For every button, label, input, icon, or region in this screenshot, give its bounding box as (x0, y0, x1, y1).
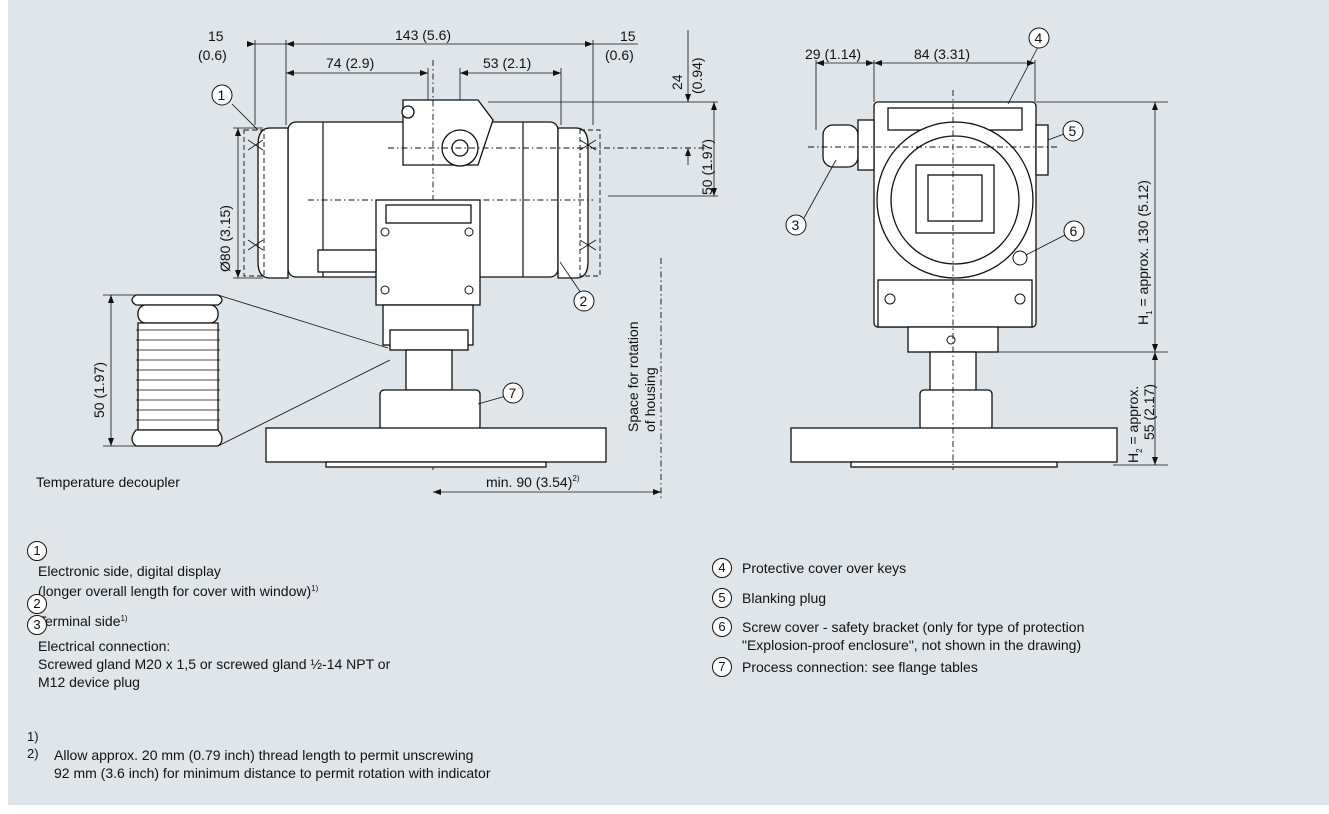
legend-num-6: 6 (712, 617, 732, 637)
legend-item7-text: Process connection: see flange tables (742, 659, 978, 675)
legend-item3-line3: M12 device plug (38, 674, 140, 690)
dim-min90: min. 90 (3.54)2) (486, 474, 580, 490)
dim-53: 53 (2.1) (483, 55, 531, 71)
dim-143: 143 (5.6) (395, 27, 451, 43)
svg-text:6: 6 (1070, 223, 1078, 239)
legend-item1-line2: (longer overall length for cover with wi… (38, 583, 319, 599)
dim-84: 84 (3.31) (914, 46, 970, 62)
dim-dia80: Ø80 (3.15) (217, 205, 233, 272)
dim-50-right: 50 (1.97) (699, 139, 715, 195)
legend-num-7: 7 (712, 657, 732, 677)
legend-num-3: 3 (27, 615, 47, 635)
legend-item6-line1: Screw cover - safety bracket (only for t… (742, 619, 1085, 635)
callout-2: 2 (573, 290, 595, 312)
legend-num-4: 4 (712, 558, 732, 578)
callout-6: 6 (1063, 220, 1085, 242)
callout-3: 3 (785, 214, 807, 236)
legend-item1-line1: Electronic side, digital display (38, 563, 221, 579)
rotation-label-2: of housing (642, 367, 658, 432)
legend-item3-line2: Screwed gland M20 x 1,5 or screwed gland… (38, 656, 391, 672)
svg-text:4: 4 (1035, 30, 1043, 46)
front-view (103, 30, 718, 498)
callout-7: 7 (502, 382, 524, 404)
dim-29: 29 (1.14) (805, 46, 861, 62)
technical-drawing: 15 (0.6) 143 (5.6) 74 (2.9) 53 (2.1) 15 … (36, 27, 1168, 498)
svg-text:7: 7 (509, 385, 517, 401)
dim-74: 74 (2.9) (326, 55, 374, 71)
svg-text:1: 1 (218, 87, 226, 103)
dim-decoupler-50: 50 (1.97) (91, 362, 107, 418)
dim-15-left: 15 (208, 28, 224, 44)
svg-text:2: 2 (580, 293, 588, 309)
dim-h1: H1 = approx. 130 (5.12) (1135, 180, 1154, 325)
footnote-1-text: Allow approx. 20 mm (0.79 inch) thread l… (54, 747, 474, 763)
svg-text:3: 3 (792, 217, 800, 233)
dim-h2: H2 = approx. (1125, 386, 1144, 463)
legend-item5-text: Blanking plug (742, 590, 827, 606)
footnote-2-text: 92 mm (3.6 inch) for minimum distance to… (54, 765, 491, 781)
dim-h2-value: 55 (2.17) (1141, 384, 1157, 440)
side-view (790, 46, 1168, 470)
legend-item2-text: Terminal side1) (38, 613, 128, 629)
drawing-panel: 15 (0.6) 143 (5.6) 74 (2.9) 53 (2.1) 15 … (8, 0, 1329, 805)
dim-06-left: (0.6) (198, 47, 227, 63)
dim-094: (0.94) (689, 57, 705, 94)
svg-text:5: 5 (1069, 123, 1077, 139)
dim-06-right: (0.6) (605, 47, 634, 63)
footnote-1-mark: 1) (27, 729, 39, 744)
temperature-decoupler (103, 294, 391, 447)
legend-item3-line1: Electrical connection: (38, 638, 171, 654)
temperature-decoupler-label: Temperature decoupler (36, 474, 180, 490)
legend-num-5: 5 (712, 588, 732, 608)
callout-1: 1 (211, 84, 233, 106)
dim-15-right: 15 (620, 28, 636, 44)
legend-item4-text: Protective cover over keys (742, 560, 907, 576)
callout-5: 5 (1062, 120, 1084, 142)
legend-num-1: 1 (27, 541, 47, 561)
footnote-2-mark: 2) (27, 746, 39, 761)
legend-num-2: 2 (27, 594, 47, 614)
legend-item6-line2: "Explosion-proof enclosure", not shown i… (742, 637, 1082, 653)
callout-4: 4 (1028, 27, 1050, 49)
rotation-label-1: Space for rotation (625, 321, 641, 432)
dim-24: 24 (669, 74, 685, 90)
